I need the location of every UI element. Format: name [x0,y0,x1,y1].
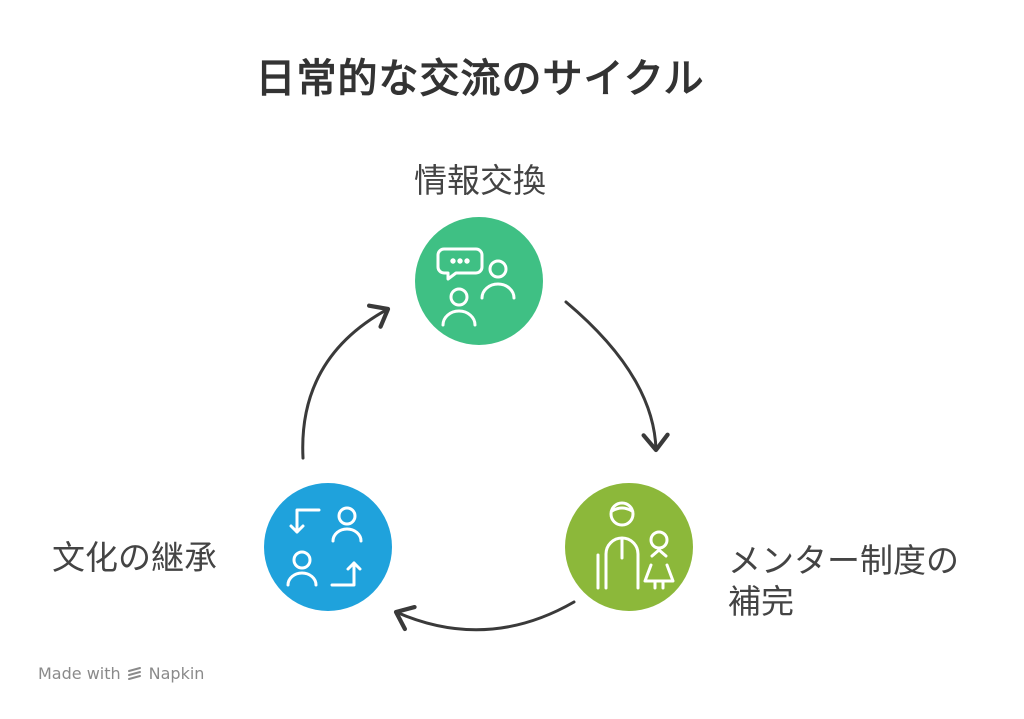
label-mentor-line1: メンター制度の [728,541,959,580]
node-culture-inheritance [264,483,392,611]
chat-people-icon [436,247,516,327]
arrow-culture-to-info [301,303,391,460]
page-title: 日常的な交流のサイクル [255,55,705,102]
label-mentor-system: メンター制度の 補完 [728,540,959,623]
node-info-exchange-circle [415,217,543,345]
mentor-child-icon [596,501,675,590]
label-mentor-line2: 補完 [728,582,794,622]
napkin-logo-icon [127,666,141,680]
node-mentor-system-circle [565,483,693,611]
footer-made-with: Made with [38,664,121,683]
footer-brand: Napkin [148,664,205,683]
footer: Made with Napkin [38,664,204,683]
label-info-exchange: 情報交換 [414,161,546,200]
label-culture-inheritance: 文化の継承 [52,538,217,577]
exchange-people-icon [286,506,363,587]
node-mentor-system [565,483,693,611]
node-info-exchange [415,217,543,345]
node-culture-inheritance-circle [264,483,392,611]
arrow-mentor-to-culture [393,600,576,632]
arrow-info-to-mentor [564,300,670,453]
